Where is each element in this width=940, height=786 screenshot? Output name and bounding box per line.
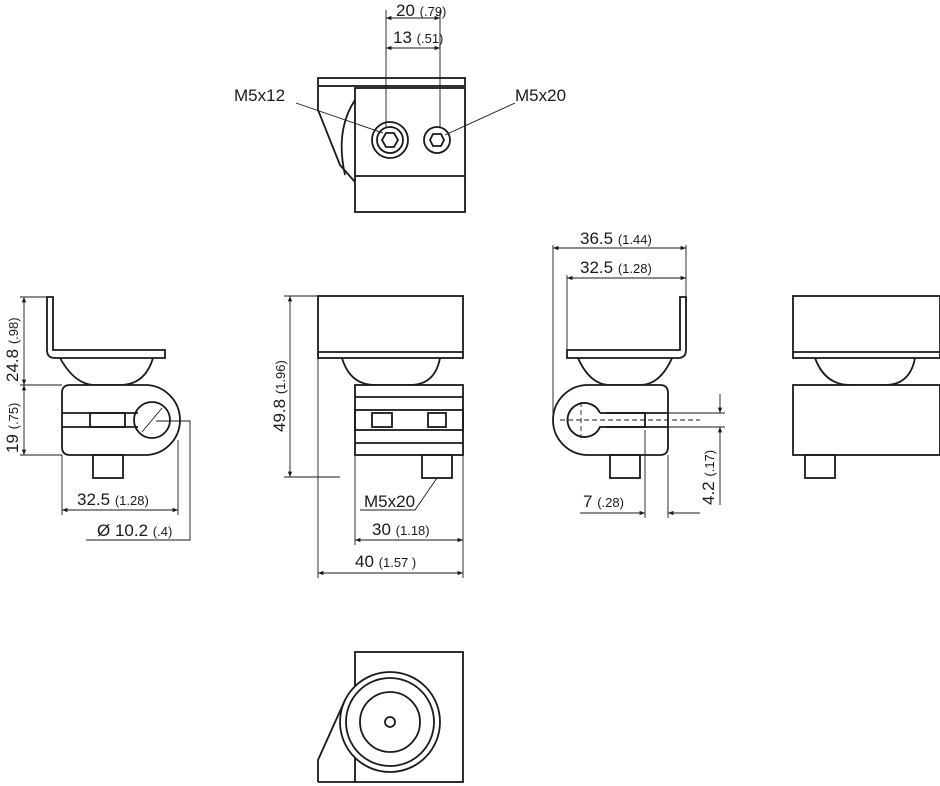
bottom-view [317,651,464,783]
dim-left-diameter: Ø 10.2 (.4) [97,521,172,540]
rear-view [792,295,940,479]
dim-top-spacing: 13 (.51) [393,28,443,47]
right-side-view [552,245,725,518]
screw-m5x12 [371,121,409,159]
top-view [295,10,516,213]
left-side-view [20,296,191,541]
dim-front-height: 49.8 (1.96) [270,360,289,432]
dim-top-width: 20 (.79) [396,1,446,20]
dim-front-width: 40 (1.57 ) [355,552,416,571]
screw-m5x20 [423,126,451,154]
label-screw-m5x20: M5x20 [515,86,566,105]
dim-left-width: 32.5 (1.28) [77,490,149,509]
dim-right-offset: 7 (.28) [583,492,624,511]
label-front-screw: M5x20 [364,492,415,511]
dim-left-height-upper: 24.8 (.98) [3,317,22,382]
label-screw-m5x12: M5x12 [234,86,285,105]
dim-left-height-lower: 19 (.75) [3,403,22,453]
front-view [284,295,464,578]
dim-right-slot: 4.2 (.17) [699,450,718,505]
dim-front-inner-width: 30 (1.18) [372,520,430,539]
dim-right-inner: 32.5 (1.28) [580,258,652,277]
dim-right-overall: 36.5 (1.44) [580,229,652,248]
